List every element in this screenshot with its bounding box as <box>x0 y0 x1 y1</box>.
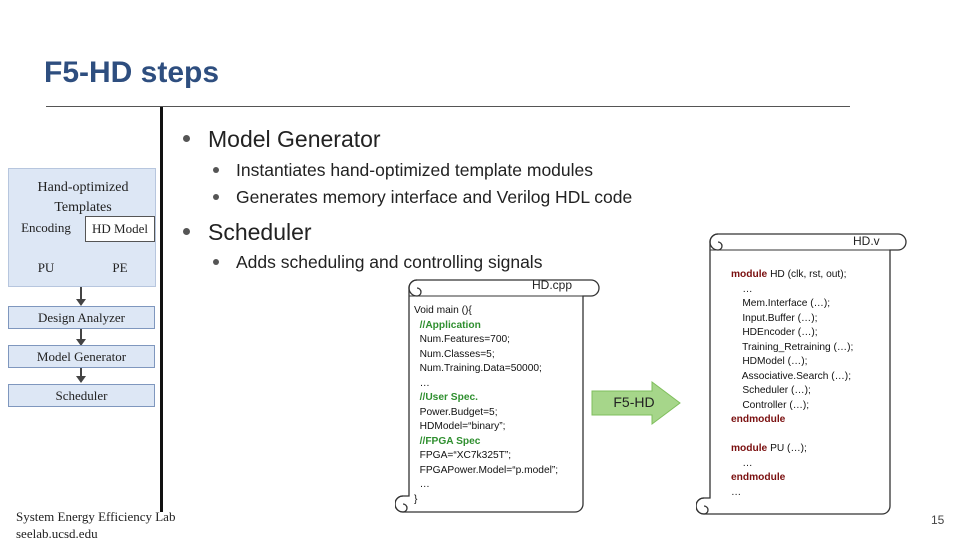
verilog-code-line: … <box>731 457 853 472</box>
verilog-code-text: HD (clk, rst, out); <box>767 269 847 280</box>
verilog-code-block: module HD (clk, rst, out); … Mem.Interfa… <box>731 268 853 500</box>
cpp-code-line: Num.Training.Data=50000; <box>414 363 542 374</box>
verilog-code-line: Associative.Search (…); <box>731 370 853 385</box>
verilog-code-text: Associative.Search (…); <box>731 370 852 382</box>
verilog-code-line: endmodule <box>731 413 853 428</box>
flow-arrow-icon <box>76 339 86 346</box>
design-analyzer-box: Design Analyzer <box>8 306 155 329</box>
pu-cell: PU <box>9 252 83 286</box>
encoding-cell: Encoding <box>9 216 83 242</box>
verilog-code-text <box>785 472 788 483</box>
bullet-dot <box>183 228 190 235</box>
cpp-code-line: HDModel=“binary”; <box>414 421 506 432</box>
verilog-code-text: HDEncoder (…); <box>731 327 818 338</box>
right-arrow-icon <box>591 381 681 425</box>
cpp-code-line: Num.Classes=5; <box>414 348 495 360</box>
verilog-code-text: PU (…); <box>767 443 807 454</box>
verilog-code-line: module HD (clk, rst, out); <box>731 268 853 283</box>
cpp-code-line: //Application <box>414 319 481 331</box>
templates-title: Hand-optimized Templates <box>37 180 129 215</box>
verilog-code-text: HDModel (…); <box>731 356 808 367</box>
flow-arrow-icon <box>76 299 86 306</box>
verilog-code-line: … <box>731 283 853 298</box>
verilog-code-line <box>731 428 853 443</box>
bullet-model-generator: Model Generator <box>208 126 381 152</box>
verilog-code-text: … <box>731 486 742 498</box>
hd-model-cell: HD Model <box>85 216 155 242</box>
verilog-code-text: … <box>731 457 753 469</box>
verilog-code-text: Scheduler (…); <box>731 385 811 396</box>
bullet-dot <box>213 259 219 265</box>
verilog-keyword: module <box>731 443 768 454</box>
cpp-filename: HD.cpp <box>532 278 573 292</box>
footer-lab-name: System Energy Efficiency Lab <box>16 509 176 524</box>
bullet-dot <box>213 194 219 200</box>
cpp-code-line: } <box>414 493 418 505</box>
cpp-code-line: … <box>414 479 430 490</box>
flow-connector <box>80 368 82 378</box>
verilog-code-line: Controller (…); <box>731 399 853 414</box>
verilog-code-text: … <box>731 283 753 295</box>
flow-arrow-icon <box>76 376 86 383</box>
bullet-dot <box>213 167 219 173</box>
footer-url: seelab.ucsd.edu <box>16 526 98 540</box>
page-number: 15 <box>931 513 945 527</box>
verilog-scroll-icon <box>696 233 907 515</box>
cpp-code-line: Power.Budget=5; <box>414 406 498 418</box>
verilog-code-line: module PU (…); <box>731 442 853 457</box>
bullet-dot <box>183 135 190 142</box>
verilog-code-line: HDModel (…); <box>731 355 853 370</box>
verilog-code-line: Scheduler (…); <box>731 384 853 399</box>
verilog-code-line: … <box>731 486 853 501</box>
flow-connector <box>80 329 82 341</box>
verilog-code-line: Mem.Interface (…); <box>731 297 853 312</box>
verilog-keyword: endmodule <box>731 472 786 483</box>
cpp-code-line: //User Spec. <box>414 392 478 403</box>
verilog-code-line: endmodule <box>731 471 853 486</box>
verilog-code-text <box>785 414 788 425</box>
verilog-keyword: module <box>731 269 768 280</box>
bullet-mg-sub2: Generates memory interface and Verilog H… <box>236 187 633 207</box>
verilog-code-text: Training_Retraining (…); <box>731 341 854 353</box>
bullet-scheduler: Scheduler <box>208 219 312 245</box>
bullet-mg-sub1: Instantiates hand-optimized template mod… <box>236 160 594 180</box>
pe-cell: PE <box>85 252 155 286</box>
bullet-sch-sub1: Adds scheduling and controlling signals <box>236 252 543 272</box>
flow-connector <box>80 287 82 301</box>
cpp-scroll-icon <box>395 279 600 513</box>
vertical-divider <box>160 107 163 512</box>
title-divider <box>46 106 850 107</box>
cpp-code-block: Void main (){ //Application Num.Features… <box>414 304 558 507</box>
cpp-code-line: FPGAPower.Model=“p.model”; <box>414 464 559 476</box>
cpp-code-line: FPGA=“XC7k325T”; <box>414 450 512 461</box>
verilog-code-line: Training_Retraining (…); <box>731 341 853 356</box>
cpp-code-line: //FPGA Spec <box>414 435 481 447</box>
cpp-code-line: … <box>414 377 430 389</box>
footer: System Energy Efficiency Lab seelab.ucsd… <box>16 508 175 540</box>
verilog-code-line: Input.Buffer (…); <box>731 312 853 327</box>
cpp-code-line: Num.Features=700; <box>414 334 510 345</box>
verilog-filename: HD.v <box>853 234 880 248</box>
verilog-keyword: endmodule <box>731 414 786 425</box>
model-generator-box: Model Generator <box>8 345 155 368</box>
verilog-code-text: Controller (…); <box>731 399 810 411</box>
verilog-code-text <box>731 429 734 440</box>
slide-title: F5-HD steps <box>44 56 220 89</box>
verilog-code-text: Input.Buffer (…); <box>731 312 818 324</box>
cpp-code-line: Void main (){ <box>414 305 472 316</box>
f5-hd-label: F5-HD <box>613 394 655 410</box>
scheduler-box: Scheduler <box>8 384 155 407</box>
verilog-code-text: Mem.Interface (…); <box>731 298 831 309</box>
verilog-code-line: HDEncoder (…); <box>731 326 853 341</box>
